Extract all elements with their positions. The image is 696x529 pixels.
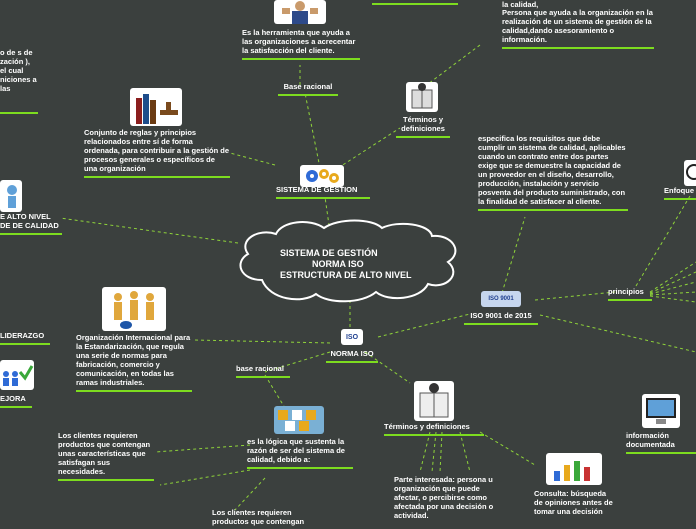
mejora-node[interactable]: EJORA [0, 394, 32, 408]
left-figure-image [0, 180, 22, 212]
enfoque-node[interactable]: Enfoque [664, 186, 696, 200]
central-line1: SISTEMA DE GESTIÓN [280, 248, 378, 258]
computer-image [642, 394, 680, 428]
central-line3: ESTRUCTURA DE ALTO NIVEL [280, 270, 412, 280]
reading-person-image [406, 82, 438, 112]
iso9001-logo-text: ISO 9001 [488, 296, 514, 302]
iso9001-logo: ISO 9001 [481, 291, 521, 307]
puzzle-image [274, 406, 324, 434]
chart-image [546, 453, 602, 485]
iso-logo-text: ISO [345, 333, 359, 341]
thumbs-image [274, 0, 326, 24]
consulta-node[interactable]: Consulta: búsqueda de opiniones antes de… [534, 489, 613, 516]
conjunto-reglas-node[interactable]: Conjunto de reglas y principios relacion… [84, 128, 230, 178]
clientes2-node[interactable]: Los clientes requieren productos que con… [212, 508, 305, 526]
people-image [102, 287, 166, 331]
iso9001-node[interactable]: ISO 9001 de 2015 [464, 311, 538, 325]
especifica-node[interactable]: especifica los requisitos que debe cumpl… [478, 134, 628, 211]
norma-iso-node[interactable]: NORMA ISO [326, 349, 378, 363]
calidad-def-node: la calidad, [502, 0, 539, 9]
base-racional-node[interactable]: base racional [236, 364, 290, 378]
left-partial-node[interactable]: o de s de zación ), el cual niciones a l… [0, 48, 38, 114]
logica-node[interactable]: es la lógica que sustenta la razón de se… [247, 437, 353, 469]
central-topic-cloud[interactable] [232, 218, 464, 304]
enfoque-image [684, 160, 696, 186]
liderazgo-node[interactable]: LIDERAZGO [0, 331, 50, 345]
principios-node[interactable]: principios [608, 287, 652, 301]
parte-interesada-node[interactable]: Parte interesada: persona u organización… [394, 475, 494, 520]
terminos-top-node[interactable]: Términos y definiciones [396, 115, 450, 138]
central-line2: NORMA ISO [312, 259, 364, 269]
iso-logo: ISO [341, 329, 363, 345]
iso-org-node[interactable]: Organización Internacional para la Estan… [76, 333, 192, 392]
sistema-gestion-node[interactable]: SISTEMA DE GESTION [276, 185, 370, 199]
books-gavel-image [130, 88, 182, 126]
top-cut-node[interactable] [372, 0, 458, 5]
base-racional-top-node[interactable]: Base racional [278, 82, 338, 96]
check-people-image [0, 360, 34, 390]
herramienta-node[interactable]: Es la herramienta que ayuda a las organi… [242, 28, 360, 60]
persona-def-node[interactable]: Persona que ayuda a la organización en l… [502, 8, 654, 49]
gears-image [300, 165, 344, 187]
central-topic-text: SISTEMA DE GESTIÓN NORMA ISO ESTRUCTURA … [262, 248, 442, 281]
reading-newspaper-image [414, 381, 454, 421]
terminos-bottom-node[interactable]: Términos y definiciones [384, 422, 484, 436]
alto-nivel-node[interactable]: E ALTO NIVEL DE DE CALIDAD [0, 212, 62, 235]
clientes1-node[interactable]: Los clientes requieren productos que con… [58, 431, 154, 481]
informacion-doc-node[interactable]: información documentada [626, 431, 696, 454]
